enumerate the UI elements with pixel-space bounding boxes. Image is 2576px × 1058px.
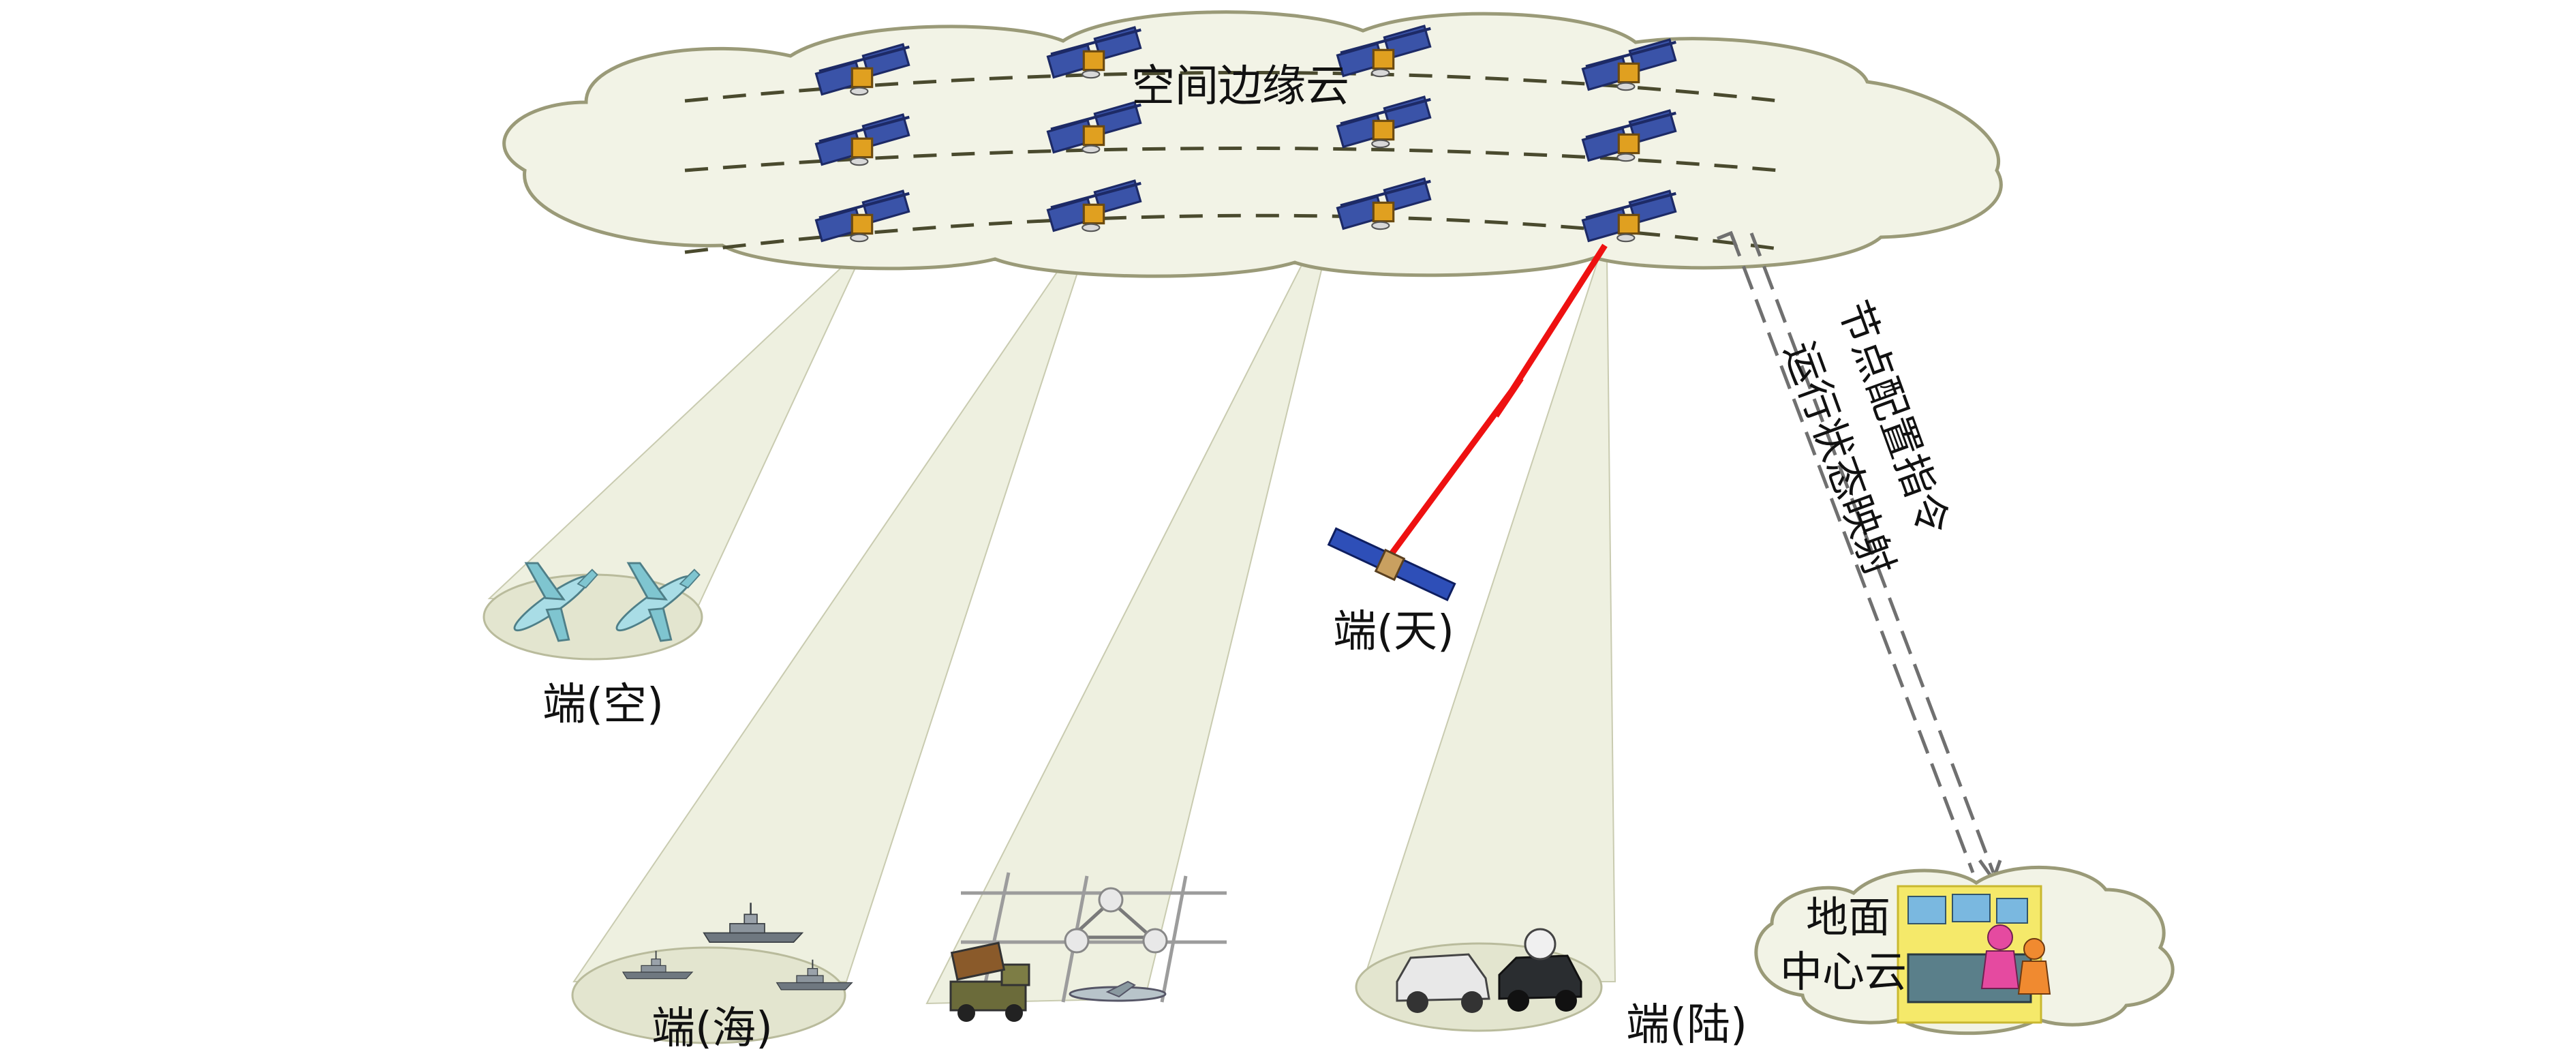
terminal-sea-label: 端(海) — [651, 1003, 773, 1054]
wireless-link — [1387, 243, 1608, 558]
terminal-sea-platform — [571, 946, 846, 1044]
space-edge-cloud — [502, 10, 2003, 278]
suv-icon — [1396, 928, 1582, 1013]
sensor-node-icon — [1064, 887, 1168, 954]
control-link-arrows — [1729, 232, 1995, 873]
space-terminal-satellite-icon — [1327, 527, 1456, 602]
aircraft-icon — [1069, 980, 1167, 1002]
terminal-land-label: 端(陆) — [1626, 1000, 1747, 1051]
terminal-air-label: 端(空) — [542, 680, 664, 730]
beam-air — [487, 257, 861, 607]
control-center-icon — [1897, 885, 2051, 1024]
terminal-space-label: 端(天) — [1333, 607, 1454, 657]
ground-cloud-label-line1: 地面 — [1806, 892, 1890, 942]
radar-vehicle-icon — [949, 941, 1030, 1022]
beam-grid — [925, 216, 1336, 1005]
ground-cloud-label-line2: 中心云 — [1780, 947, 1907, 997]
space-edge-cloud-label: 空间边缘云 — [1131, 61, 1349, 112]
